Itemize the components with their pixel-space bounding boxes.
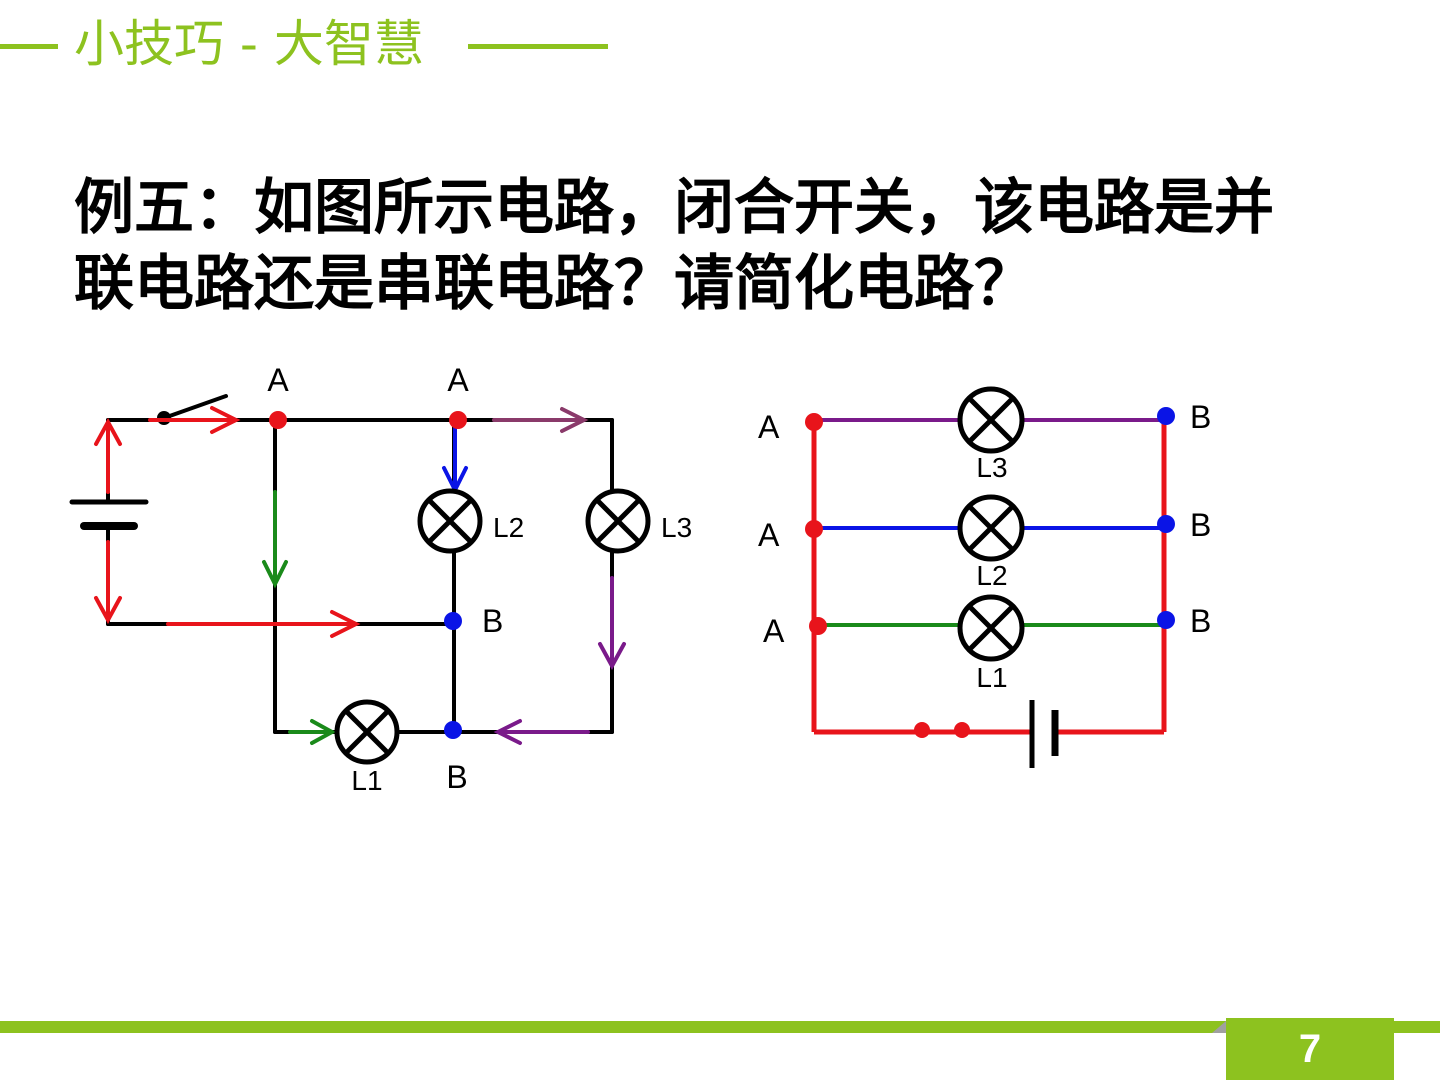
label-node-b: B: [1190, 603, 1211, 639]
label-lamp-l2: L2: [493, 512, 524, 543]
green-arrowhead-down: [262, 560, 288, 589]
left-current-blue: [442, 422, 468, 495]
junction-dot-b: [444, 612, 462, 630]
label-lamp-l1: L1: [351, 765, 382, 796]
red-arrowhead-down: [94, 596, 122, 625]
lamp-cross: [967, 396, 1015, 444]
lamp-cross: [426, 497, 474, 545]
question-line-1: 例五：如图所示电路，闭合开关，该电路是并: [74, 173, 1274, 243]
switch-terminal-dot: [954, 722, 970, 738]
junction-dot-b: [444, 721, 462, 739]
label-node-b: B: [482, 603, 503, 639]
label-node-a: A: [758, 409, 780, 445]
red-arrowhead-right: [210, 406, 241, 434]
label-node-b: B: [446, 759, 467, 795]
lamp-l3-symbol: [957, 386, 1025, 454]
header-line-right: [468, 44, 608, 49]
label-lamp-l3: L3: [661, 512, 692, 543]
purple-arrowhead-left: [493, 719, 522, 745]
question-line-2: 联电路还是串联电路？请简化电路？: [74, 249, 1034, 319]
red-arrowhead-right: [330, 610, 361, 638]
junction-dot-a: [269, 411, 287, 429]
left-circuit-diagram: [69, 394, 651, 765]
green-arrowhead-right: [310, 719, 337, 745]
purple-arrowhead-down: [598, 642, 626, 671]
left-current-purple: [492, 407, 626, 745]
label-node-a: A: [447, 362, 469, 398]
label-lamp-l2: L2: [976, 560, 1007, 591]
footer-bar: [0, 1021, 1440, 1033]
junction-dot-a: [809, 617, 827, 635]
right-battery: [1029, 700, 1059, 768]
switch-lever: [162, 394, 228, 420]
label-node-a: A: [763, 613, 785, 649]
header-title: 小技巧 - 大智慧: [74, 15, 424, 73]
junction-dot-a: [449, 411, 467, 429]
left-current-red: [94, 406, 361, 638]
junction-dot-b: [1157, 407, 1175, 425]
lamp-cross: [967, 604, 1015, 652]
left-current-green: [262, 490, 337, 745]
purple-arrowhead-right: [560, 407, 589, 433]
page-number-badge: 7: [1226, 1018, 1394, 1080]
junction-dot-b: [1157, 515, 1175, 533]
lamp-cross: [594, 497, 642, 545]
label-node-a: A: [267, 362, 289, 398]
left-battery: [69, 499, 149, 530]
label-lamp-l3: L3: [976, 452, 1007, 483]
left-wires: [106, 394, 614, 734]
label-lamp-l1: L1: [976, 662, 1007, 693]
switch-terminal-dot: [914, 722, 930, 738]
lamp-l1-symbol: [957, 594, 1025, 662]
label-node-a: A: [758, 517, 780, 553]
question-text: 例五：如图所示电路，闭合开关，该电路是并 联电路还是串联电路？请简化电路？: [74, 170, 1374, 322]
lamp-cross: [343, 708, 391, 756]
lamp-cross: [967, 504, 1015, 552]
label-node-b: B: [1190, 507, 1211, 543]
page-number: 7: [1298, 1026, 1322, 1071]
lamp-l3-symbol: [585, 488, 651, 554]
lamp-l1-symbol: [334, 699, 400, 765]
header-line-left: [0, 44, 58, 49]
footer-tab-notch: [1212, 1021, 1226, 1033]
junction-dot-b: [1157, 611, 1175, 629]
lamp-l2-symbol: [417, 488, 483, 554]
junction-dot-a: [805, 413, 823, 431]
red-arrowhead-up: [94, 417, 122, 446]
label-node-b: B: [1190, 399, 1211, 435]
junction-dot-a: [805, 520, 823, 538]
lamp-l2-symbol: [957, 494, 1025, 562]
right-circuit-diagram: [805, 386, 1175, 768]
